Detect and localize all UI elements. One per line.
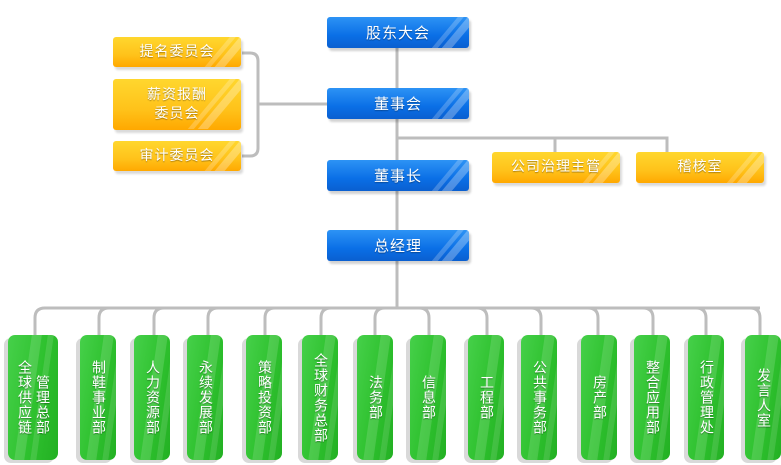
node-governance-officer[interactable]: 公司治理主管 <box>492 152 620 183</box>
department-engineering[interactable]: 工程部 <box>468 335 504 460</box>
department-integration[interactable]: 整合应用部 <box>634 335 670 460</box>
connector-drop-real-estate <box>587 306 600 335</box>
department-strategy[interactable]: 策略投资部 <box>246 335 282 460</box>
node-label-line2: 委员会 <box>154 105 200 122</box>
department-label: 制鞋事业部 <box>90 360 106 435</box>
connector-drop-sustainability <box>206 306 219 335</box>
department-global-supply[interactable]: 全球供应链管理总部 <box>8 335 58 460</box>
department-admin[interactable]: 行政管理处 <box>688 335 724 460</box>
department-label: 整合应用部 <box>644 360 660 435</box>
connector-committees <box>242 51 330 158</box>
node-nomination-committee[interactable]: 提名委员会 <box>113 37 241 67</box>
department-sustainability[interactable]: 永续发展部 <box>187 335 223 460</box>
department-label: 工程部 <box>478 375 494 420</box>
department-label: 房产部 <box>591 375 607 420</box>
department-public-affairs[interactable]: 公共事务部 <box>521 335 557 460</box>
department-spokesperson[interactable]: 发言人室 <box>745 335 781 460</box>
node-general-manager[interactable]: 总经理 <box>327 230 469 261</box>
node-label: 公司治理主管 <box>511 159 601 175</box>
department-it[interactable]: 信息部 <box>410 335 446 460</box>
node-audit-committee[interactable]: 审计委员会 <box>113 141 241 171</box>
connector-drop-legal <box>373 306 386 335</box>
connector-drop-finance <box>319 306 332 335</box>
department-label: 发言人室 <box>755 367 771 428</box>
node-chairman[interactable]: 董事长 <box>327 160 469 191</box>
department-label: 全球供应链 <box>16 360 32 435</box>
department-hr[interactable]: 人力资源部 <box>134 335 170 460</box>
department-footwear[interactable]: 制鞋事业部 <box>80 335 116 460</box>
department-label: 法务部 <box>367 375 383 420</box>
connector-drop-engineering <box>476 306 489 335</box>
department-real-estate[interactable]: 房产部 <box>581 335 617 460</box>
department-label: 策略投资部 <box>256 360 272 435</box>
node-label: 提名委员会 <box>139 43 215 60</box>
node-board[interactable]: 董事会 <box>327 88 469 119</box>
department-label: 公共事务部 <box>531 360 547 435</box>
connector-drop-integration <box>642 306 655 335</box>
department-label: 行政管理处 <box>698 360 714 435</box>
node-label: 股东大会 <box>365 24 430 42</box>
department-finance[interactable]: 全球财务总部 <box>302 335 338 460</box>
connector-board-units <box>397 136 669 152</box>
node-label: 审计委员会 <box>139 147 215 164</box>
connector-drop-strategy <box>263 306 276 335</box>
node-label: 董事会 <box>373 95 422 113</box>
department-label: 信息部 <box>420 375 436 420</box>
connector-drop-spokesperson <box>749 306 762 335</box>
connector-drop-it <box>418 306 431 335</box>
connector-drop-footwear <box>97 306 110 335</box>
node-audit-office[interactable]: 稽核室 <box>636 152 764 183</box>
node-shareholders[interactable]: 股东大会 <box>327 17 469 48</box>
node-label: 董事长 <box>373 167 422 185</box>
node-label: 稽核室 <box>677 159 723 175</box>
department-label-line2: 管理总部 <box>34 374 50 435</box>
connector-drop-public-affairs <box>530 306 543 335</box>
department-label: 永续发展部 <box>197 360 213 435</box>
department-label: 全球财务总部 <box>312 352 328 443</box>
node-compensation-committee[interactable]: 薪资报酬 委员会 <box>113 79 241 130</box>
node-label-line1: 薪资报酬 <box>147 86 207 103</box>
connector-drop-global-supply <box>33 306 46 335</box>
department-legal[interactable]: 法务部 <box>357 335 393 460</box>
node-label: 总经理 <box>373 237 422 255</box>
connector-drop-hr <box>152 306 165 335</box>
connector-drop-admin <box>695 306 708 335</box>
department-label: 人力资源部 <box>144 360 160 435</box>
